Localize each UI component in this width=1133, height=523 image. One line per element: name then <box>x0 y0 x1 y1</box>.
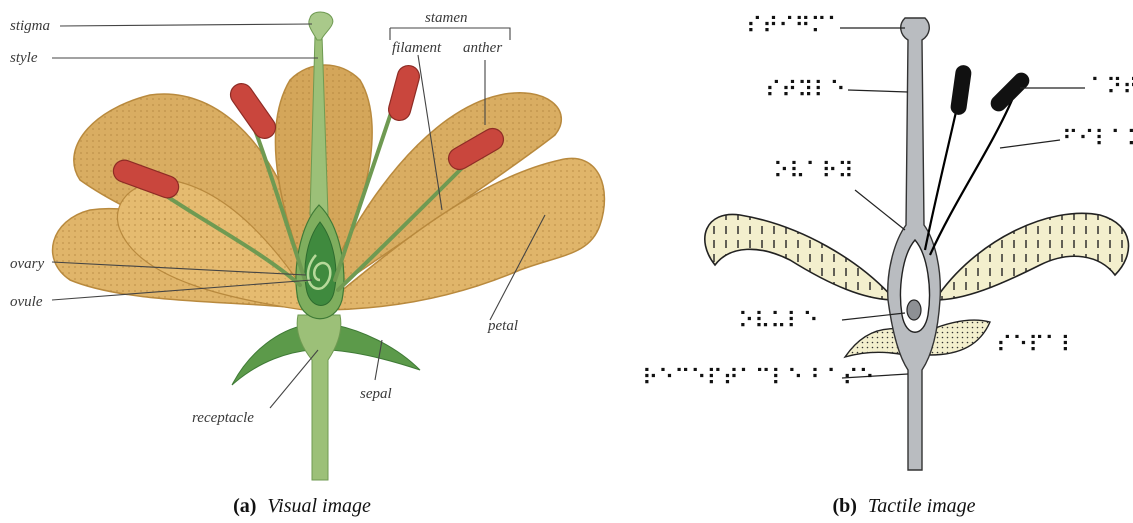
caption-b: (b) Tactile image <box>832 495 975 517</box>
braille-stigma: ⠎⠞⠊⠛⠍⠁ <box>746 14 843 39</box>
label-petal: petal <box>487 318 518 334</box>
braille-receptacle: ⠗⠑⠉⠑⠏⠞⠁⠉⠇⠑ ⠃⠁⠎⠑ <box>642 366 875 391</box>
style <box>310 35 328 215</box>
caption-a: (a) Visual image <box>233 495 371 517</box>
tactile-anther-1 <box>950 64 973 116</box>
label-filament: filament <box>392 40 442 56</box>
braille-ovary: ⠕⠧⠁⠗⠽ <box>773 159 854 184</box>
label-receptacle: receptacle <box>192 410 254 426</box>
label-ovule: ovule <box>10 294 43 310</box>
tactile-ovule <box>907 300 921 320</box>
braille-style: ⠎⠞⠽⠇⠑ <box>765 78 846 103</box>
caption-a-letter: (a) <box>233 495 256 517</box>
label-anther: anther <box>463 40 502 56</box>
caption-b-text: Tactile image <box>868 495 976 517</box>
label-stigma: stigma <box>10 18 50 34</box>
tactile-flower-diagram: ⠎⠞⠊⠛⠍⠁ ⠎⠞⠽⠇⠑ ⠁⠝⠞ ⠋⠊⠇⠁⠍ ⠕⠧⠁⠗⠽ ⠕⠧⠥⠇⠑ ⠎⠑⠏⠁⠇… <box>642 14 1133 517</box>
stem <box>297 315 341 480</box>
braille-anther: ⠁⠝⠞ <box>1090 75 1133 100</box>
braille-filament: ⠋⠊⠇⠁⠍ <box>1062 127 1133 152</box>
tactile-anther-2 <box>987 69 1032 114</box>
label-stamen: stamen <box>425 10 468 26</box>
label-style: style <box>10 50 38 66</box>
braille-ovule: ⠕⠧⠥⠇⠑ <box>738 309 819 334</box>
caption-a-text: Visual image <box>267 495 371 517</box>
visual-flower-diagram: stigma style stamen filament anther ovar… <box>10 10 604 517</box>
stigma <box>309 12 333 40</box>
label-ovary: ovary <box>10 256 44 272</box>
label-sepal: sepal <box>360 386 392 402</box>
braille-sepal: ⠎⠑⠏⠁⠇ <box>996 333 1077 358</box>
caption-b-letter: (b) <box>832 495 856 517</box>
sepal-right <box>330 325 420 370</box>
tactile-filament-2 <box>930 100 1012 255</box>
